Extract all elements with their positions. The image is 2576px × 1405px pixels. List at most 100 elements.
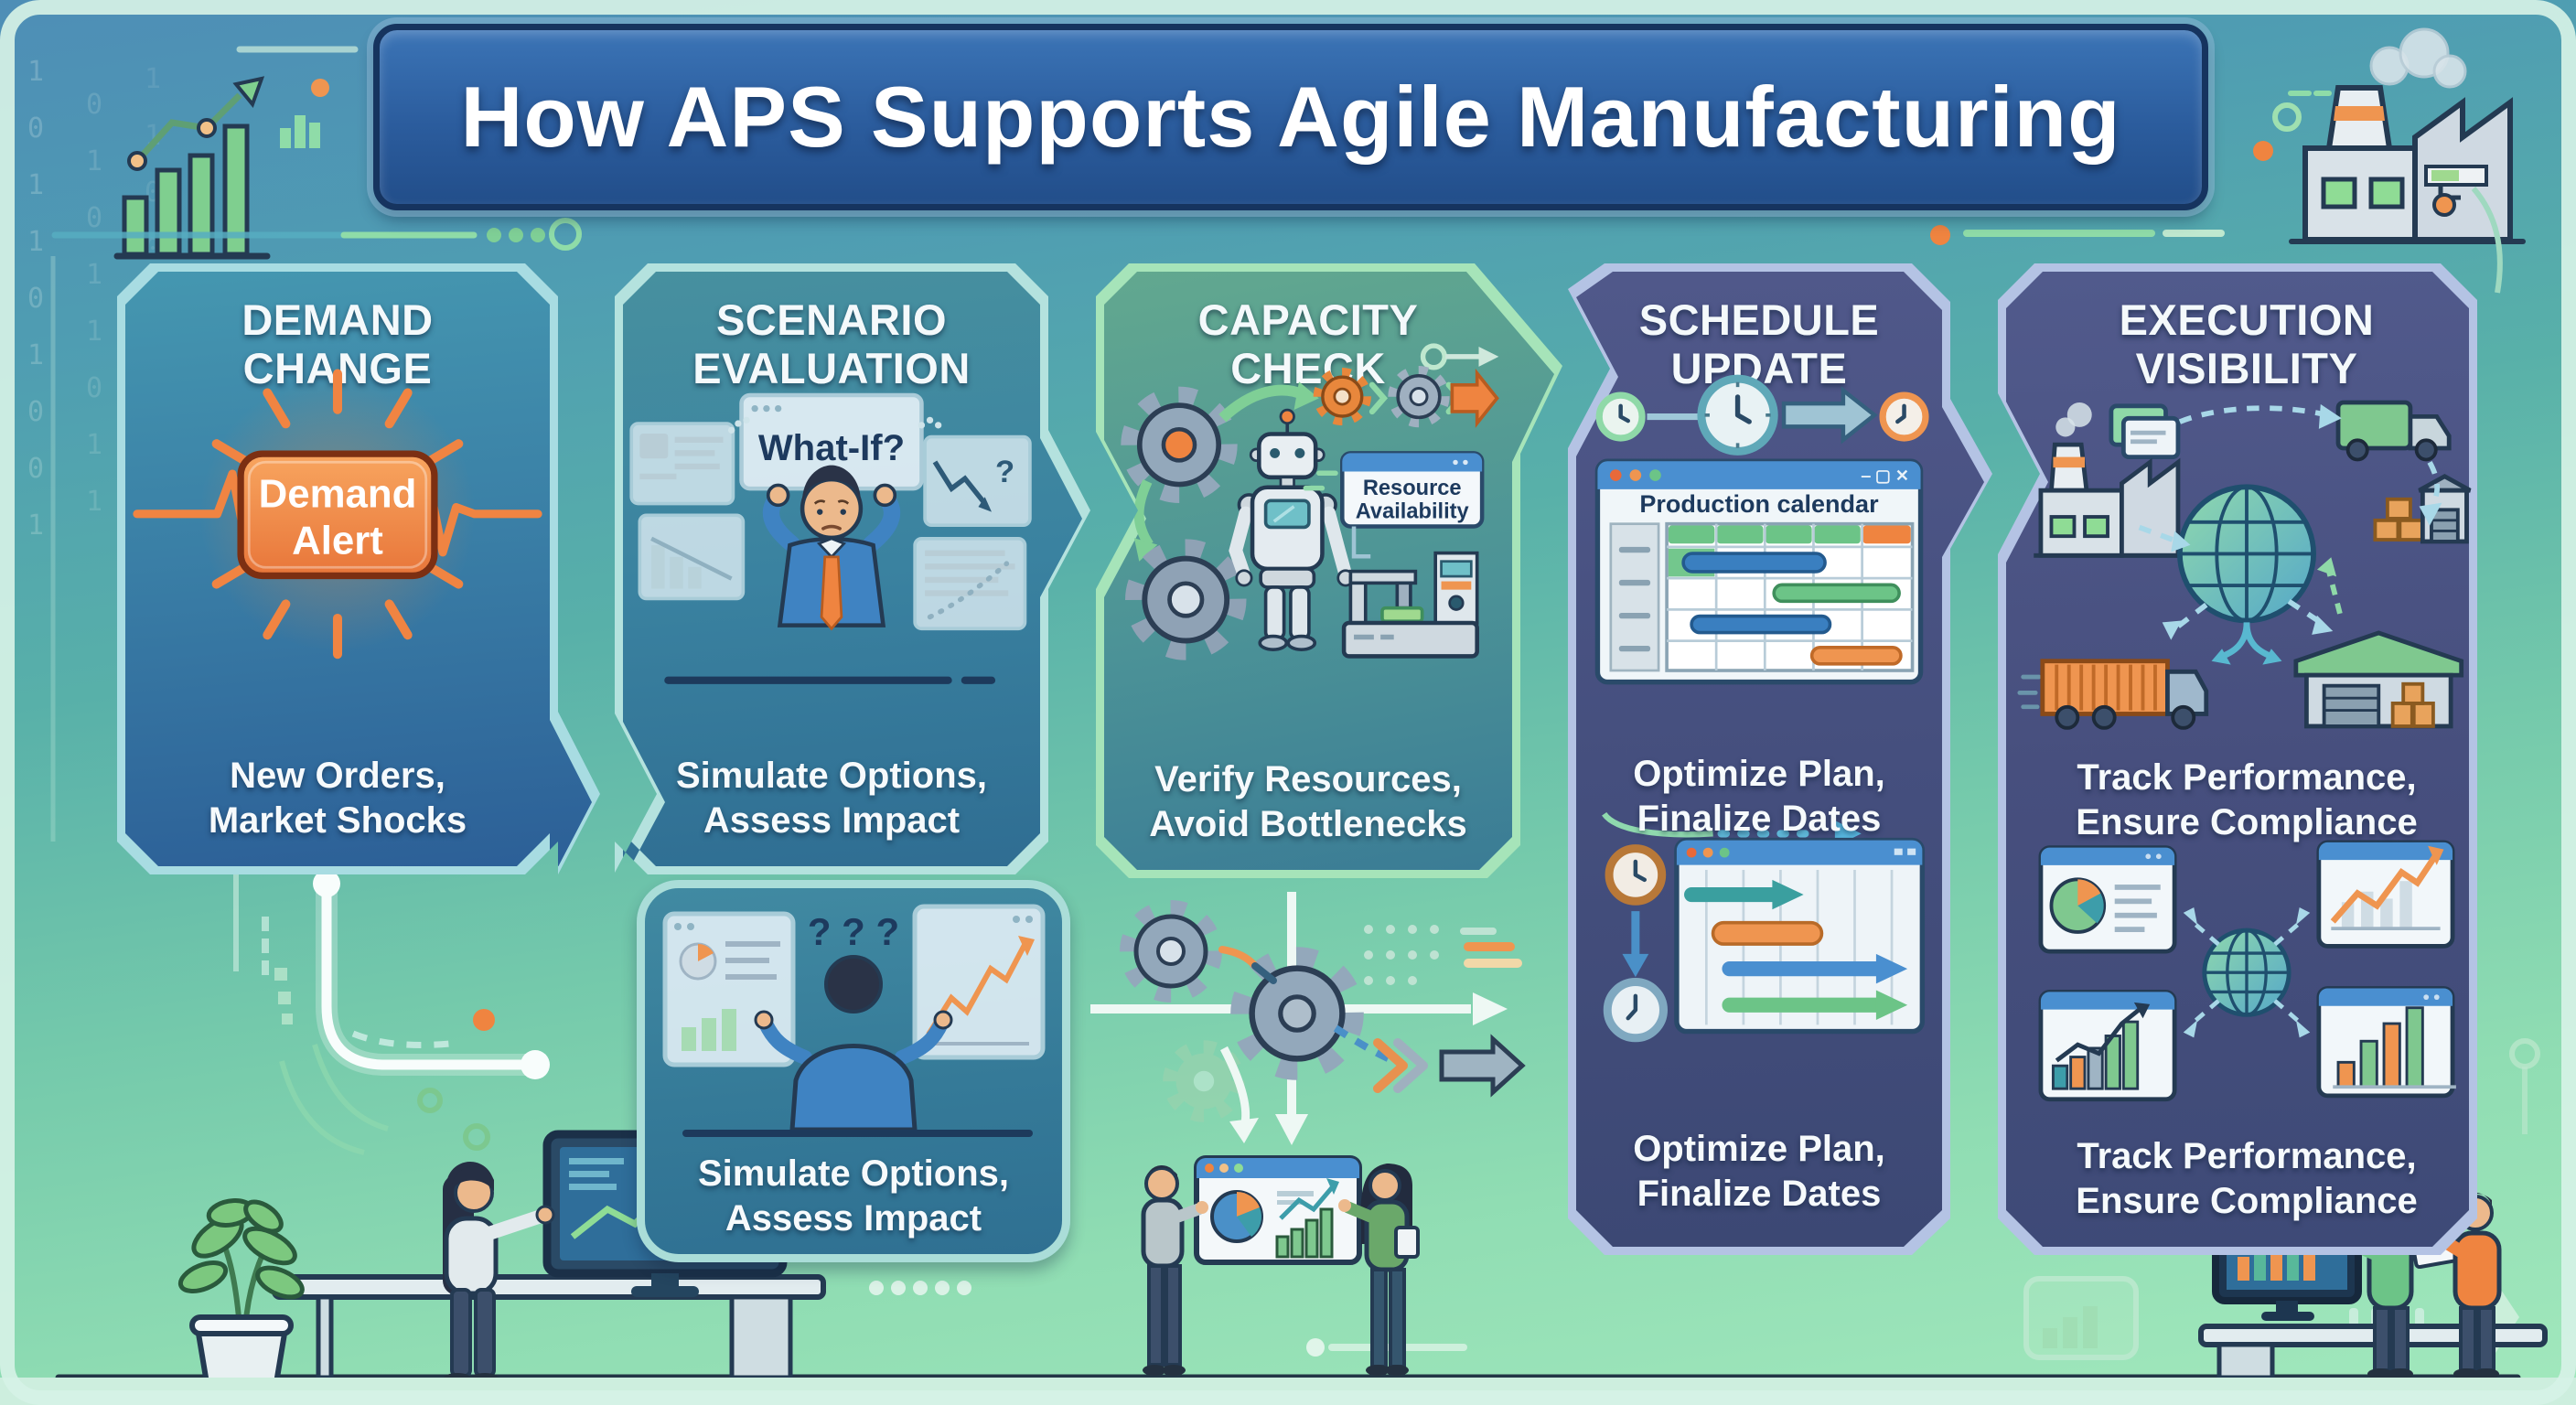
resource-availability-window: Resource Availability [1342, 453, 1482, 526]
circuit-line-decor [50, 218, 582, 842]
robot-icon [1236, 410, 1353, 649]
panel-caption: New Orders, Market Shocks [208, 756, 467, 841]
machine-icon [1344, 553, 1477, 657]
connector-line [1354, 526, 1370, 556]
supply-network-illustration [2016, 263, 2477, 1217]
globe-icon [2205, 930, 2289, 1014]
arrow-right-icon [1439, 1034, 1526, 1098]
window-controls: ‒ ▢ ✕ [1861, 467, 1909, 485]
person-rear-icon [754, 955, 953, 1132]
badge-label-line2: Alert [292, 519, 383, 563]
process-flow-decor [1090, 892, 1526, 1357]
screen-window-icon [639, 515, 743, 598]
dashboard-presentation-scene [1141, 1155, 1420, 1376]
confused-person-icon [768, 466, 896, 629]
clock-icon [1599, 395, 1642, 438]
screen-window-icon: ? [925, 437, 1030, 526]
chart-watermark-decor [2023, 1276, 2139, 1360]
documents-icon [2111, 406, 2178, 457]
dashboard-board-icon [1194, 1155, 1362, 1265]
question-marks: ? ? ? [808, 910, 899, 953]
arrowheads [2184, 907, 2310, 1037]
pie-chart-window [2041, 848, 2174, 951]
pallet-icon [2375, 477, 2470, 542]
panel-execution-visibility: EXECUTION VISIBILITY [1998, 263, 2477, 1255]
dot-grid-decor [1364, 925, 1439, 985]
panel-title: SCHEDULE UPDATE [1638, 295, 1880, 392]
dot-row-decor [869, 1281, 971, 1295]
clock-icon [1701, 379, 1774, 451]
resource-label-line1: Resource [1363, 477, 1462, 500]
production-calendar-window: ‒ ▢ ✕ Production calendar [1597, 461, 1920, 681]
screen-window-icon [631, 424, 733, 504]
plant-icon [177, 1198, 305, 1397]
panel-caption: Track Performance, Ensure Compliance [2076, 1136, 2418, 1221]
gantt-window [1677, 841, 1922, 1032]
factory-icon [2253, 27, 2526, 294]
panel-title: EXECUTION VISIBILITY [2119, 295, 2375, 392]
person-icon [443, 1162, 555, 1386]
curved-arrow-icon [1222, 391, 1304, 419]
binary-digits-decor: 1 0 1 1 0 1 0 0 1 [27, 56, 45, 542]
page-title: How APS Supports Agile Manufacturing [460, 69, 2121, 165]
panel-caption: Optimize Plan, Finalize Dates [1633, 754, 1885, 839]
person-icon [1141, 1164, 1208, 1376]
question-mark: ? [995, 455, 1014, 489]
clock-icon [1609, 849, 1662, 902]
curved-arrow-icon [1139, 481, 1149, 544]
globe-icon [2180, 487, 2313, 620]
schedule-illustration: ‒ ▢ ✕ Production calendar [1568, 263, 1950, 1157]
gear-icon [1136, 550, 1236, 649]
chevron-icon [1372, 385, 1384, 412]
growth-chart-icon [113, 46, 359, 260]
factory-icon [2034, 402, 2184, 555]
truck-icon [2338, 402, 2449, 460]
demand-alert-illustration: Demand Alert [117, 263, 558, 821]
panel-title: SCENARIO EVALUATION [692, 295, 971, 392]
circuit-trace-decor [233, 858, 550, 1155]
bar-chart-window [2319, 989, 2456, 1096]
clock-icon [1607, 982, 1663, 1038]
panel-capacity-check: CAPACITY CHECK [1096, 263, 1562, 878]
panel-caption: Optimize Plan, Finalize Dates [1633, 1129, 1885, 1214]
desk [272, 1274, 826, 1300]
dashed-links [2192, 921, 2301, 1024]
gear-icon [1120, 900, 1222, 1003]
title-banner: How APS Supports Agile Manufacturing [373, 24, 2208, 210]
panel-caption: Simulate Options, Assess Impact [697, 1153, 1010, 1239]
what-if-label: What-If? [758, 428, 905, 468]
dashed-flow-arrows [2140, 408, 2438, 627]
panel-scenario-evaluation-secondary: ? ? ? Simulate Options, Assess Impact [637, 880, 1070, 1262]
binary-digits-decor: 0 1 0 1 1 0 1 1 [86, 89, 103, 518]
screen-window-icon [915, 539, 1025, 628]
arrowheads [2163, 404, 2442, 640]
person-icon [1338, 1164, 1420, 1376]
gear-icon [1318, 373, 1366, 421]
panel-schedule-update: SCHEDULE UPDATE [1568, 263, 1992, 1255]
dash-connector [1305, 473, 1336, 488]
resource-label-line2: Availability [1356, 499, 1470, 523]
gear-icon [1393, 371, 1444, 422]
line-chart-window [2319, 842, 2453, 946]
calendar-title: Production calendar [1639, 490, 1879, 518]
what-if-illustration: What-If? ? [615, 263, 1048, 820]
dot-connector [728, 417, 941, 434]
arrow-right-icon [1452, 373, 1497, 424]
badge-label-line1: Demand [259, 472, 417, 517]
arrow-right-icon [1784, 391, 1874, 440]
panel-scenario-evaluation: SCENARIO EVALUATION What-If? [615, 263, 1090, 874]
bar-chart-window [2041, 992, 2174, 1099]
what-if-window: What-If? [742, 395, 922, 488]
panel-demand-change: DEMAND CHANGE [117, 263, 600, 874]
container-truck-icon [2020, 661, 2206, 728]
capacity-illustration: Resource Availability [1096, 263, 1520, 822]
clock-icon [1883, 395, 1926, 438]
warehouse-icon [2296, 633, 2462, 726]
panel-caption: Track Performance, Ensure Compliance [2076, 757, 2418, 842]
gear-icon [1132, 397, 1228, 493]
fork-arrow [2212, 622, 2282, 664]
simulation-illustration: ? ? ? [662, 904, 1046, 1137]
node-arrow-decor [1423, 346, 1499, 368]
demand-alert-badge: Demand Alert [241, 454, 435, 575]
